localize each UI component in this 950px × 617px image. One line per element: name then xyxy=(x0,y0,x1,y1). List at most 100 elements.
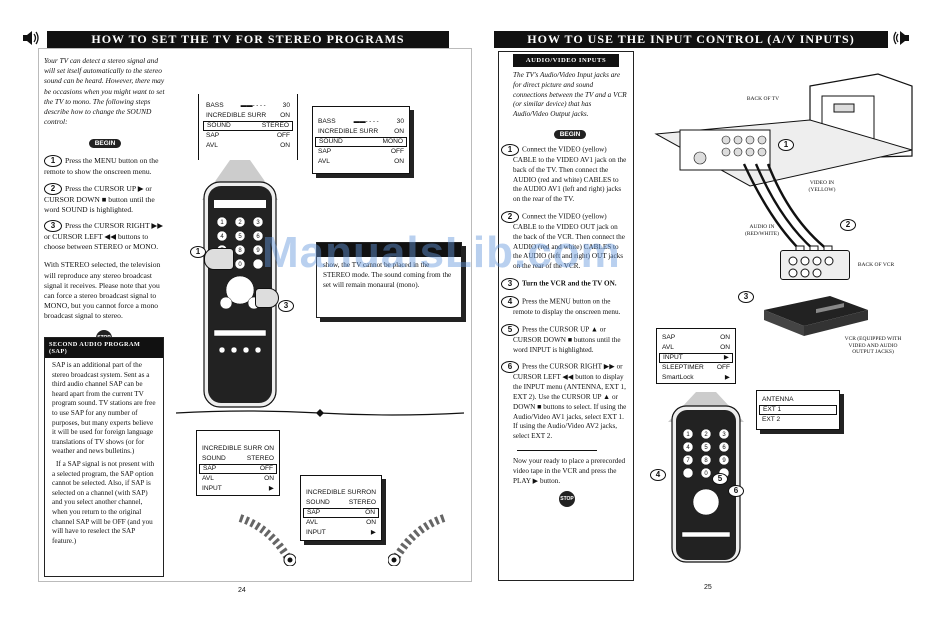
svg-text:4: 4 xyxy=(686,445,690,451)
svg-text:8: 8 xyxy=(238,248,242,254)
svg-text:0: 0 xyxy=(704,471,708,477)
stereo-note-text: With STEREO selected, the television wil… xyxy=(44,260,161,321)
step-number-badge: 2 xyxy=(44,182,62,195)
vcr-back-panel xyxy=(780,250,850,280)
svg-text:6: 6 xyxy=(722,445,726,451)
tv-back-illustration xyxy=(650,66,920,196)
svg-text:7: 7 xyxy=(686,458,690,464)
begin-badge: BEGIN xyxy=(88,139,122,149)
right-page-header: How to Use the Input Control (A/V Inputs… xyxy=(494,31,888,48)
speaker-icon xyxy=(22,30,40,46)
menu-row: BASS▬▬- - - -30 xyxy=(206,102,290,109)
svg-text:0: 0 xyxy=(238,262,242,268)
left-page-number: 24 xyxy=(238,587,246,594)
step-text: Press the CURSOR UP ▶ or CURSOR DOWN ■ b… xyxy=(44,183,155,214)
av-inputs-title: Audio/Video Inputs xyxy=(513,54,619,67)
svg-text:6: 6 xyxy=(256,234,260,240)
mono-note-title-bar xyxy=(317,243,461,257)
step-number-badge: 1 xyxy=(44,155,62,168)
watermark-logo: ManualsLib.com xyxy=(262,228,621,277)
menu-row: INPUT▶ xyxy=(202,485,274,492)
step-callout-5: 5 xyxy=(712,470,731,488)
ornament-divider xyxy=(175,404,465,417)
vcr-illustration xyxy=(760,290,870,338)
svg-text:4: 4 xyxy=(220,234,224,240)
svg-text:8: 8 xyxy=(704,458,708,464)
closing-text: Now your ready to place a prerecorded vi… xyxy=(513,456,626,485)
step-callout-3: 3 xyxy=(278,297,297,315)
speaker-icon xyxy=(892,30,910,46)
hand-pointer-icon xyxy=(204,248,234,270)
step-callout-4: 4 xyxy=(650,466,669,484)
sap-section: Second Audio Program (SAP) SAP is an add… xyxy=(44,337,164,577)
svg-text:1: 1 xyxy=(220,220,224,226)
right-page-number: 25 xyxy=(704,584,712,591)
sap-paragraph-1: SAP is an additional part of the stereo … xyxy=(52,361,156,456)
svg-text:5: 5 xyxy=(704,445,708,451)
step-number-badge: 3 xyxy=(44,220,62,233)
mono-note-box: show, the TV cannot be placed in the STE… xyxy=(316,242,462,318)
menu-row: BASS▬▬- - - -30 xyxy=(318,118,404,125)
input-submenu: ANTENNA EXT 1 EXT 2 xyxy=(756,390,840,430)
right-instructions-column: Audio/Video Inputs The TV's Audio/Video … xyxy=(498,51,634,581)
svg-text:2: 2 xyxy=(704,432,708,438)
svg-text:9: 9 xyxy=(722,458,726,464)
bass-slider: ▬▬- - - - xyxy=(353,119,379,125)
remote-control-left: 123 456 789 0 xyxy=(200,160,280,410)
svg-text:9: 9 xyxy=(256,248,260,254)
left-intro-column: Your TV can detect a stereo signal and w… xyxy=(44,56,166,346)
bass-slider: ▬▬- - - - xyxy=(240,103,266,109)
audio-in-label: AUDIO IN (RED/WHITE) xyxy=(745,224,779,237)
stereo-intro-text: Your TV can detect a stereo signal and w… xyxy=(44,56,165,127)
mono-note-text: show, the TV cannot be placed in the STE… xyxy=(323,261,452,289)
svg-text:3: 3 xyxy=(722,432,726,438)
svg-text:5: 5 xyxy=(238,234,242,240)
step-callout-2: 2 xyxy=(840,216,859,234)
menu-frame-lines xyxy=(198,94,298,160)
step-callout-6: 6 xyxy=(728,482,747,500)
av-intro-text: The TV's Audio/Video Input jacks are for… xyxy=(513,71,627,119)
vcr-label: VCR (EQUIPPED WITH VIDEO AND AUDIO OUTPU… xyxy=(844,336,902,355)
step-text: Press the MENU button on the remote to s… xyxy=(44,156,159,177)
sap-paragraph-2: If a SAP signal is not present with a se… xyxy=(52,459,155,545)
back-of-vcr-label: BACK OF VCR xyxy=(857,262,895,268)
step-callout-1: 1 xyxy=(778,136,797,154)
svg-text:2: 2 xyxy=(238,220,242,226)
menu-row: ANTENNA xyxy=(762,396,794,403)
left-content-frame xyxy=(38,48,472,582)
svg-text:1: 1 xyxy=(686,432,690,438)
video-in-label: VIDEO IN (YELLOW) xyxy=(808,180,836,193)
hand-pointer-icon xyxy=(255,288,279,308)
step-callout-3: 3 xyxy=(738,288,757,306)
